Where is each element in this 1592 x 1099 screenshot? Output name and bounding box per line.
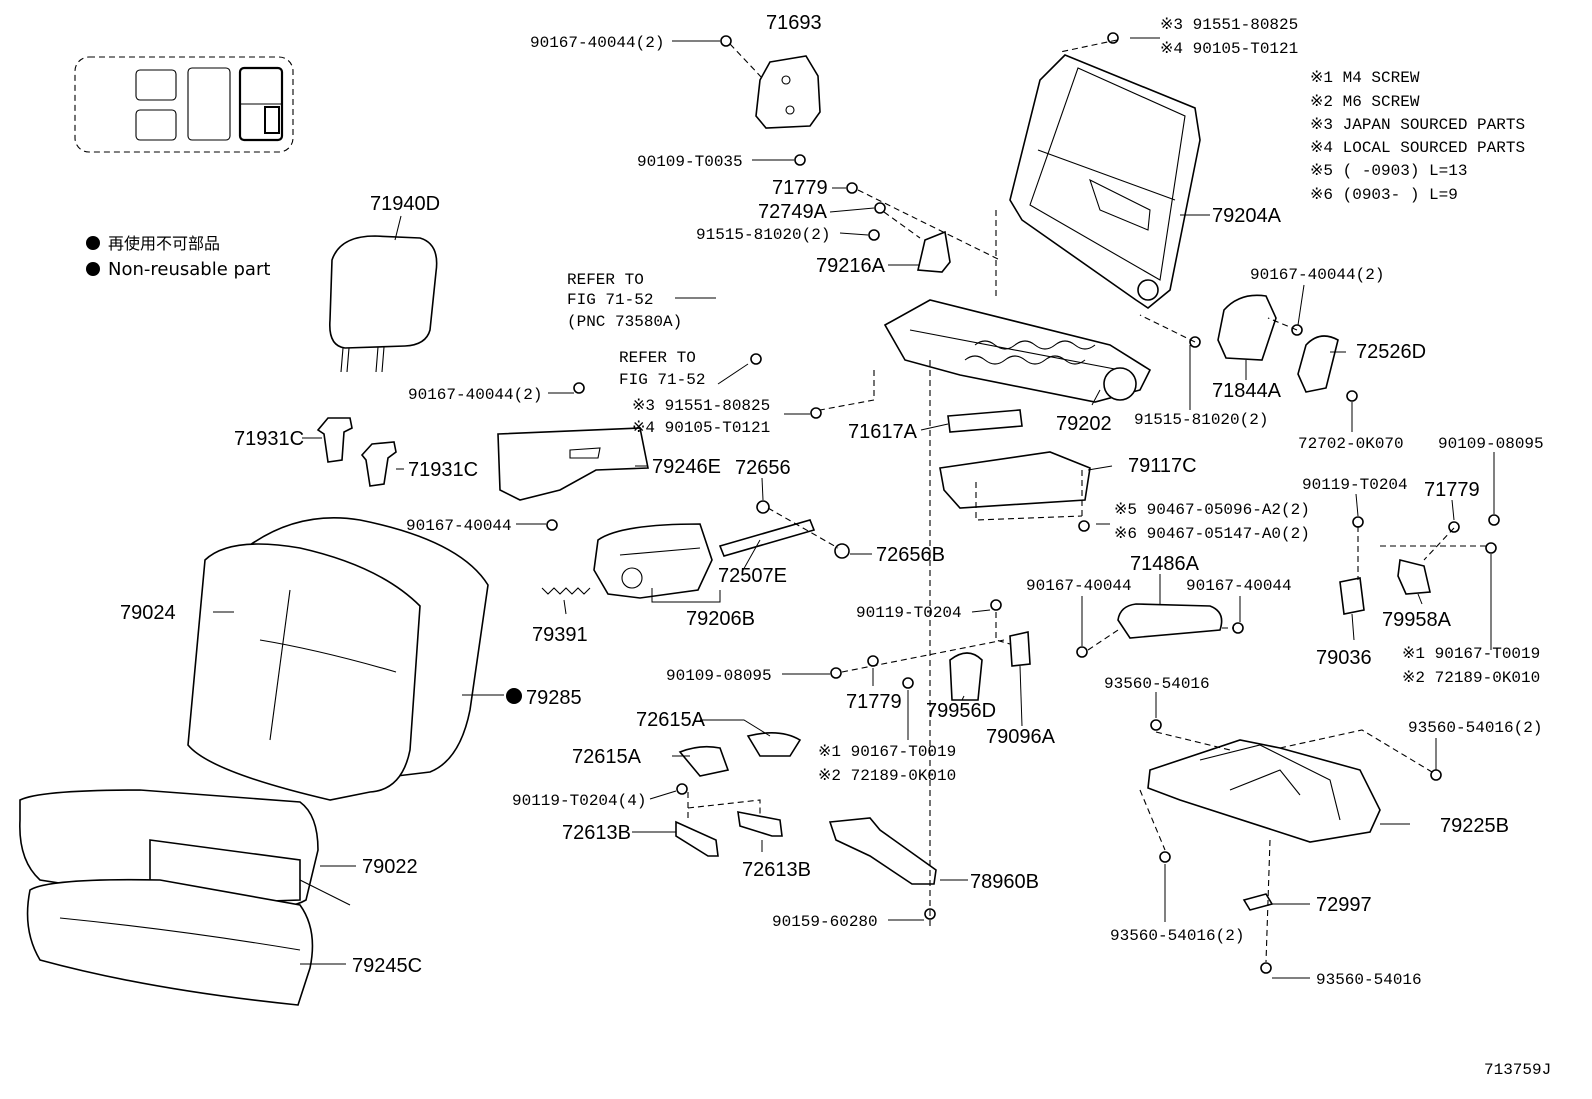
label-91551-80825: ※3 91551-80825 [1160, 16, 1298, 34]
label-90167-40044-left: 90167-40044 [406, 517, 512, 535]
legend-english: Non-reusable part [108, 259, 270, 280]
label-91515-81020-2-b: 91515-81020(2) [1134, 411, 1268, 429]
part-shapes [19, 54, 1431, 1006]
refer-fig-line-3: (PNC 73580A) [567, 313, 682, 331]
label-90105-t0121-mid: ※4 90105-T0121 [632, 419, 770, 437]
label-90167-t0019-mid: ※1 90167-T0019 [818, 743, 956, 761]
label-71931c-b: 71931C [408, 459, 478, 481]
label-90109-08095-mid: 90109-08095 [666, 667, 772, 685]
label-71779-mid: 71779 [846, 691, 902, 713]
label-79285: 79285 [526, 687, 582, 709]
leader-lines [213, 37, 1495, 979]
label-72613b-b: 72613B [742, 859, 811, 881]
label-72997: 72997 [1316, 894, 1372, 916]
label-91551-80825-mid: ※3 91551-80825 [632, 397, 770, 415]
refer-fig-2-line-1: REFER TO [619, 349, 696, 367]
label-79024: 79024 [120, 602, 176, 624]
label-90167-40044-2-mid: 90167-40044(2) [408, 386, 542, 404]
label-72615a-a: 72615A [636, 709, 706, 731]
label-79245c: 79245C [352, 955, 422, 977]
label-71486a: 71486A [1130, 553, 1200, 575]
label-72613b-a: 72613B [562, 822, 631, 844]
label-71940d: 71940D [370, 193, 440, 215]
figure-id: 713759J [1484, 1061, 1551, 1079]
label-79206b: 79206B [686, 608, 755, 630]
label-71779: 71779 [772, 177, 828, 199]
note-5: ※5 ( -0903) L=13 [1310, 162, 1467, 180]
label-90467-05147: ※6 90467-05147-A0(2) [1114, 525, 1310, 543]
label-79036: 79036 [1316, 647, 1372, 669]
label-71779-right: 71779 [1424, 479, 1480, 501]
non-reusable-dot-icon [86, 262, 100, 276]
label-72507e: 72507E [718, 565, 787, 587]
label-93560-54016-b: 93560-54016 [1316, 971, 1422, 989]
legend: 再使用不可部品 Non-reusable part [86, 234, 270, 280]
part-labels: 71693 90167-40044(2) ※3 91551-80825 ※4 9… [120, 12, 1551, 1079]
label-71693: 71693 [766, 12, 822, 34]
note-2: ※2 M6 SCREW [1310, 93, 1420, 111]
label-93560-54016-a: 93560-54016 [1104, 675, 1210, 693]
label-71931c-a: 71931C [234, 428, 304, 450]
label-79958a: 79958A [1382, 609, 1452, 631]
label-93560-54016-2-a: 93560-54016(2) [1408, 719, 1542, 737]
label-79022: 79022 [362, 856, 418, 878]
label-90119-t0204-4: 90119-T0204(4) [512, 792, 646, 810]
label-90167-40044-2: 90167-40044(2) [530, 34, 664, 52]
label-79117c: 79117C [1128, 455, 1197, 477]
note-4: ※4 LOCAL SOURCED PARTS [1310, 139, 1525, 157]
assembly-paths [687, 39, 1488, 963]
legend-japanese: 再使用不可部品 [108, 234, 220, 253]
non-reusable-dot-icon [506, 688, 522, 704]
label-79391: 79391 [532, 624, 588, 646]
label-90167-40044-c2: 90167-40044 [1186, 577, 1292, 595]
seat-position-locator [74, 56, 294, 153]
note-6: ※6 (0903- ) L=9 [1310, 186, 1458, 204]
label-72656b: 72656B [876, 544, 945, 566]
footnotes: ※1 M4 SCREW ※2 M6 SCREW ※3 JAPAN SOURCED… [1310, 69, 1525, 204]
label-93560-54016-2-b: 93560-54016(2) [1110, 927, 1244, 945]
fasteners [546, 32, 1500, 974]
label-72749a: 72749A [758, 201, 828, 223]
label-79956d: 79956D [926, 700, 996, 722]
label-72526d: 72526D [1356, 341, 1426, 363]
note-3: ※3 JAPAN SOURCED PARTS [1310, 116, 1525, 134]
label-79202: 79202 [1056, 413, 1112, 435]
label-79216a: 79216A [816, 255, 886, 277]
label-90119-t0204-right: 90119-T0204 [1302, 476, 1408, 494]
label-79096a: 79096A [986, 726, 1056, 748]
label-79246e: 79246E [652, 456, 721, 478]
label-72656: 72656 [735, 457, 791, 479]
refer-fig-line-2: FIG 71-52 [567, 291, 653, 309]
label-90109-08095-right: 90109-08095 [1438, 435, 1544, 453]
label-90167-t0019-right: ※1 90167-T0019 [1402, 645, 1540, 663]
label-71617a: 71617A [848, 421, 918, 443]
non-reusable-dot-icon [86, 236, 100, 250]
label-90467-05096: ※5 90467-05096-A2(2) [1114, 501, 1310, 519]
note-1: ※1 M4 SCREW [1310, 69, 1420, 87]
label-72702-0k070: 72702-0K070 [1298, 435, 1404, 453]
refer-fig-2-line-2: FIG 71-52 [619, 371, 705, 389]
label-72189-0k010-mid: ※2 72189-0K010 [818, 767, 956, 785]
label-71844a: 71844A [1212, 380, 1282, 402]
label-90159-60280: 90159-60280 [772, 913, 878, 931]
label-72189-0k010-right: ※2 72189-0K010 [1402, 669, 1540, 687]
label-90119-t0204-mid: 90119-T0204 [856, 604, 962, 622]
label-90105-t0121: ※4 90105-T0121 [1160, 40, 1298, 58]
label-79204a: 79204A [1212, 205, 1282, 227]
label-72615a-b: 72615A [572, 746, 642, 768]
label-79225b: 79225B [1440, 815, 1509, 837]
refer-fig-line-1: REFER TO [567, 271, 644, 289]
label-90167-40044-2-right: 90167-40044(2) [1250, 266, 1384, 284]
label-90167-40044-c1: 90167-40044 [1026, 577, 1132, 595]
label-78960b: 78960B [970, 871, 1039, 893]
label-91515-81020-2: 91515-81020(2) [696, 226, 830, 244]
label-90109-t0035: 90109-T0035 [637, 153, 743, 171]
